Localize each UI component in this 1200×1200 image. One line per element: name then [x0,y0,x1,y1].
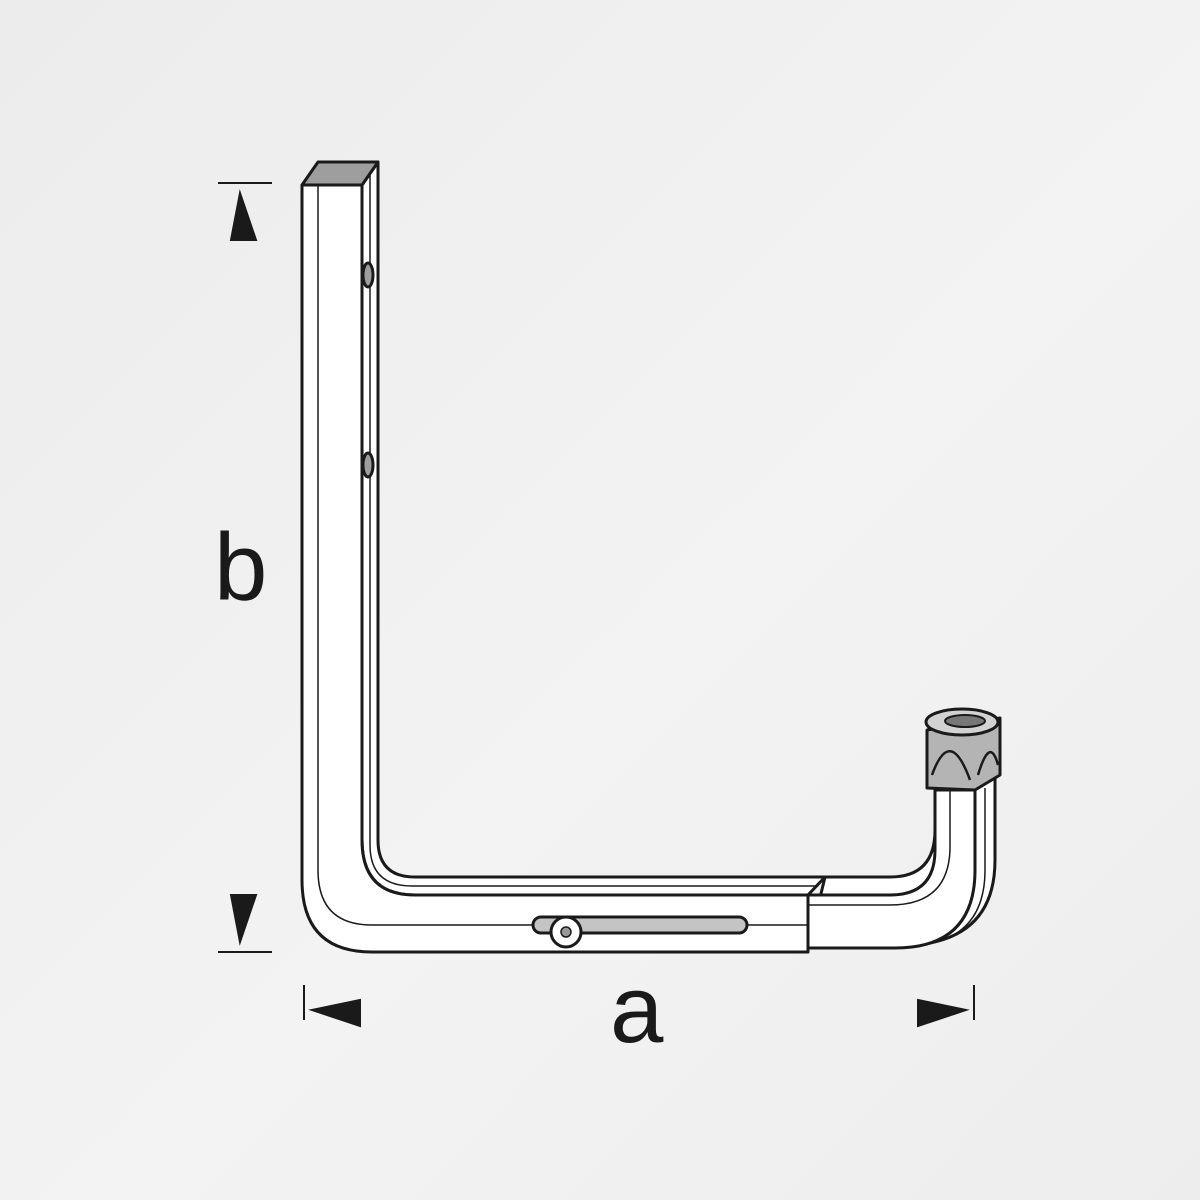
dimension-a-label: a [610,956,664,1063]
bracket-back-face [360,160,827,897]
bracket-front-face [300,183,810,954]
arrow-right-icon [917,998,970,1028]
mounting-hole [361,451,375,479]
adjust-slot [531,915,749,935]
arrow-left-icon [308,998,361,1028]
arrow-down-icon [229,894,258,946]
arrow-up-icon [229,189,258,241]
top-cap [300,160,380,187]
mounting-hole [361,261,375,289]
dimension-b-label: b [214,514,268,621]
